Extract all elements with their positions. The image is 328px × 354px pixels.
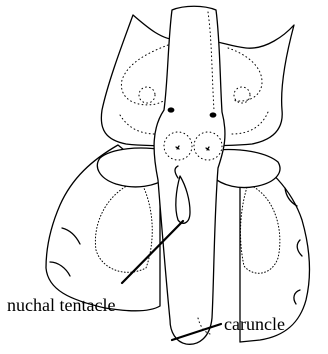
left-eye bbox=[168, 107, 175, 112]
nuchal-tentacle-label: nuchal tentacle bbox=[7, 296, 115, 314]
caruncle-label: caruncle bbox=[224, 315, 285, 333]
right-eye bbox=[210, 112, 217, 117]
